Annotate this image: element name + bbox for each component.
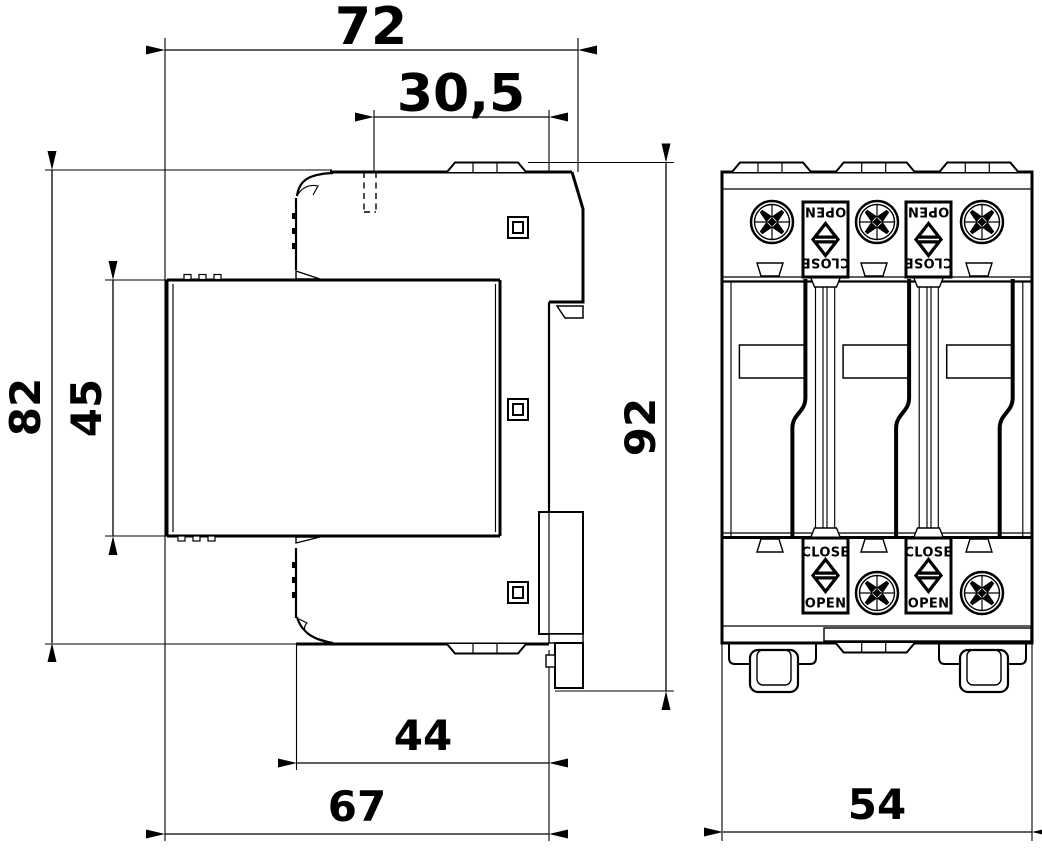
dim-module-height: 45 [62, 261, 118, 555]
module-latch [799, 536, 852, 615]
din-clip-upper-icon [295, 171, 334, 197]
module-latch [902, 200, 955, 279]
hidden-slot-dashed [363, 172, 377, 213]
dim-total-height-label: 92 [616, 398, 665, 456]
side-view-outline [165, 161, 585, 689]
dim-terminal-depth: 30,5 [355, 64, 568, 124]
dim-total-height: 92 [616, 143, 671, 710]
dim-front-height-label: 82 [1, 378, 50, 436]
front-view-extension-lines [721, 643, 1033, 841]
dim-front-height: 82 [1, 151, 57, 662]
front-view: 54 [704, 161, 1042, 841]
dim-total-width-label: 72 [335, 0, 407, 57]
dim-terminal-depth-label: 30,5 [397, 64, 525, 124]
front-view-outline [720, 161, 1034, 694]
terminal-screw-icon [749, 199, 795, 245]
protection-modules [729, 277, 1025, 539]
dim-lower-depth: 44 [278, 711, 568, 768]
din-foot-icon [727, 641, 818, 694]
rear-window-icon [507, 216, 529, 239]
module-latch [799, 200, 852, 279]
dim-body-depth: 67 [146, 782, 568, 839]
dim-total-width: 72 [146, 0, 597, 57]
dim-front-width-label: 54 [848, 780, 906, 829]
module-latch [902, 536, 955, 615]
side-view-extension-lines [45, 38, 674, 841]
dim-lower-depth-label: 44 [394, 711, 452, 760]
dim-front-width: 54 [704, 780, 1042, 837]
dim-body-depth-label: 67 [328, 782, 386, 831]
dim-module-height-label: 45 [62, 379, 111, 437]
side-view: 72 30,5 82 45 92 44 67 [1, 0, 674, 841]
